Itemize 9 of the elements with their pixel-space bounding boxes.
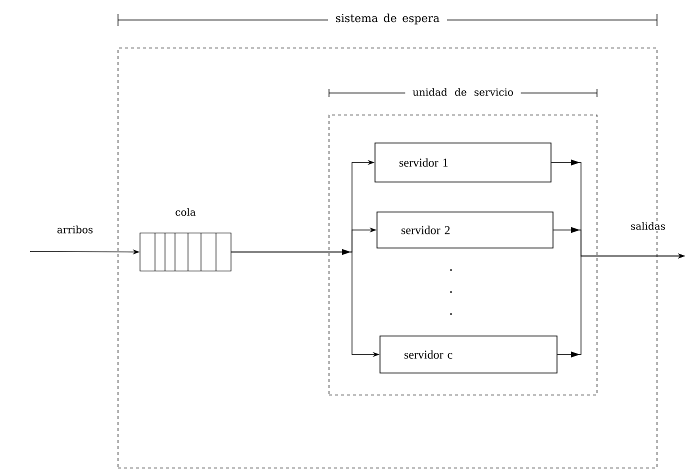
edge-label: arribos bbox=[56, 224, 94, 234]
outflow-label: salidas bbox=[630, 221, 666, 231]
node-label: sistema de espera bbox=[336, 14, 440, 24]
queue-drawing: cola bbox=[140, 208, 232, 272]
server-box: servidor 1 bbox=[374, 142, 552, 182]
node-label: cola bbox=[176, 208, 196, 216]
node-label: unidad de servicio bbox=[412, 88, 513, 96]
server-box: servidor c bbox=[380, 336, 558, 374]
server-box: servidor 2 bbox=[376, 212, 554, 248]
